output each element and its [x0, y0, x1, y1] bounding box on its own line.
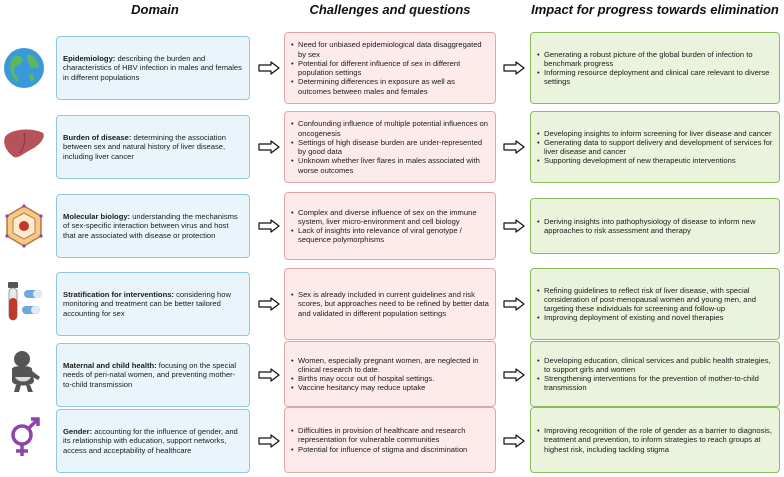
- arrow-icon: [503, 297, 525, 311]
- impact-box: Generating a robust picture of the globa…: [530, 32, 780, 104]
- globe-icon: [2, 46, 46, 90]
- domain-description: determining the association between sex …: [63, 133, 226, 161]
- arrow-icon: [258, 368, 280, 382]
- challenge-item: Complex and diverse influence of sex on …: [291, 208, 489, 227]
- virus-icon: [2, 204, 46, 248]
- challenges-box: Need for unbiased epidemiological data d…: [284, 32, 496, 104]
- arrow-icon: [258, 61, 280, 75]
- impact-item: Supporting development of new therapeuti…: [537, 156, 773, 166]
- baby-icon: [2, 349, 46, 393]
- impact-item: Strengthening interventions for the prev…: [537, 374, 773, 393]
- domain-title: Burden of disease:: [63, 133, 132, 143]
- challenge-item: Unknown whether liver flares in males as…: [291, 156, 489, 175]
- arrow-icon: [258, 219, 280, 233]
- challenges-box: Women, especially pregnant women, are ne…: [284, 341, 496, 407]
- challenge-item: Potential for different influence of sex…: [291, 59, 489, 78]
- impact-box: Improving recognition of the role of gen…: [530, 407, 780, 473]
- domain-title: Stratification for interventions:: [63, 290, 174, 300]
- liver-icon: [2, 123, 46, 167]
- header-challenges: Challenges and questions: [309, 2, 471, 17]
- domain-title: Epidemiology:: [63, 54, 116, 64]
- domain-box: Maternal and child health: focusing on t…: [56, 343, 250, 407]
- challenges-box: Difficulties in provision of healthcare …: [284, 407, 496, 473]
- challenge-item: Sex is already included in current guide…: [291, 290, 489, 318]
- domain-title: Gender:: [63, 427, 93, 437]
- impact-item: Developing education, clinical services …: [537, 356, 773, 375]
- domain-box: Epidemiology: describing the burden and …: [56, 36, 250, 100]
- challenges-box: Confounding influence of multiple potent…: [284, 111, 496, 183]
- domain-box: Gender: accounting for the influence of …: [56, 409, 250, 473]
- impact-item: Generating a robust picture of the globa…: [537, 50, 773, 69]
- challenge-item: Difficulties in provision of healthcare …: [291, 426, 489, 445]
- impact-item: Improving recognition of the role of gen…: [537, 426, 773, 454]
- domain-description: describing the burden and characteristic…: [63, 54, 242, 82]
- challenge-item: Potential for influence of stigma and di…: [291, 445, 489, 455]
- blood-tube-pills-icon: [2, 280, 46, 324]
- challenges-box: Complex and diverse influence of sex on …: [284, 192, 496, 260]
- impact-item: Refining guidelines to reflect risk of l…: [537, 286, 773, 314]
- header-domain: Domain: [131, 2, 179, 17]
- header-impact: Impact for progress towards elimination: [531, 2, 779, 17]
- challenge-item: Need for unbiased epidemiological data d…: [291, 40, 489, 59]
- domain-title: Maternal and child health:: [63, 361, 157, 371]
- challenge-item: Settings of high disease burden are unde…: [291, 138, 489, 157]
- row-stratification: Stratification for interventions: consid…: [0, 268, 784, 340]
- impact-item: Developing insights to inform screening …: [537, 129, 773, 139]
- impact-box: Deriving insights into pathophysiology o…: [530, 198, 780, 254]
- arrow-icon: [503, 61, 525, 75]
- impact-item: Informing resource deployment and clinic…: [537, 68, 773, 87]
- gender-symbol-icon: [2, 415, 46, 459]
- arrow-icon: [503, 219, 525, 233]
- domain-description: understanding the mechanisms of sex-spec…: [63, 212, 238, 240]
- arrow-icon: [258, 297, 280, 311]
- domain-box: Burden of disease: determining the assoc…: [56, 115, 250, 179]
- impact-box: Developing education, clinical services …: [530, 341, 780, 407]
- arrow-icon: [503, 368, 525, 382]
- arrow-icon: [503, 434, 525, 448]
- challenges-box: Sex is already included in current guide…: [284, 268, 496, 340]
- arrow-icon: [258, 140, 280, 154]
- domain-box: Molecular biology: understanding the mec…: [56, 194, 250, 258]
- row-molecular-biology: Molecular biology: understanding the mec…: [0, 190, 784, 262]
- challenge-item: Vaccine hesitancy may reduce uptake: [291, 383, 489, 393]
- arrow-icon: [503, 140, 525, 154]
- row-maternal-child-health: Maternal and child health: focusing on t…: [0, 335, 784, 407]
- challenge-item: Women, especially pregnant women, are ne…: [291, 356, 489, 375]
- domain-description: considering how monitoring and treatment…: [63, 290, 231, 318]
- challenge-item: Confounding influence of multiple potent…: [291, 119, 489, 138]
- impact-box: Developing insights to inform screening …: [530, 111, 780, 183]
- row-gender: Gender: accounting for the influence of …: [0, 405, 784, 477]
- arrow-icon: [258, 434, 280, 448]
- impact-item: Improving deployment of existing and nov…: [537, 313, 773, 323]
- challenge-item: Births may occur out of hospital setting…: [291, 374, 489, 384]
- challenge-item: Lack of insights into relevance of viral…: [291, 226, 489, 245]
- domain-description: accounting for the influence of gender, …: [63, 427, 238, 455]
- challenge-item: Determining differences in exposure as w…: [291, 77, 489, 96]
- domain-title: Molecular biology:: [63, 212, 131, 222]
- domain-description: focusing on the special needs of peri-na…: [63, 361, 237, 389]
- impact-box: Refining guidelines to reflect risk of l…: [530, 268, 780, 340]
- row-epidemiology: Epidemiology: describing the burden and …: [0, 32, 784, 104]
- impact-item: Generating data to support delivery and …: [537, 138, 773, 157]
- row-burden-of-disease: Burden of disease: determining the assoc…: [0, 111, 784, 183]
- domain-box: Stratification for interventions: consid…: [56, 272, 250, 336]
- impact-item: Deriving insights into pathophysiology o…: [537, 217, 773, 236]
